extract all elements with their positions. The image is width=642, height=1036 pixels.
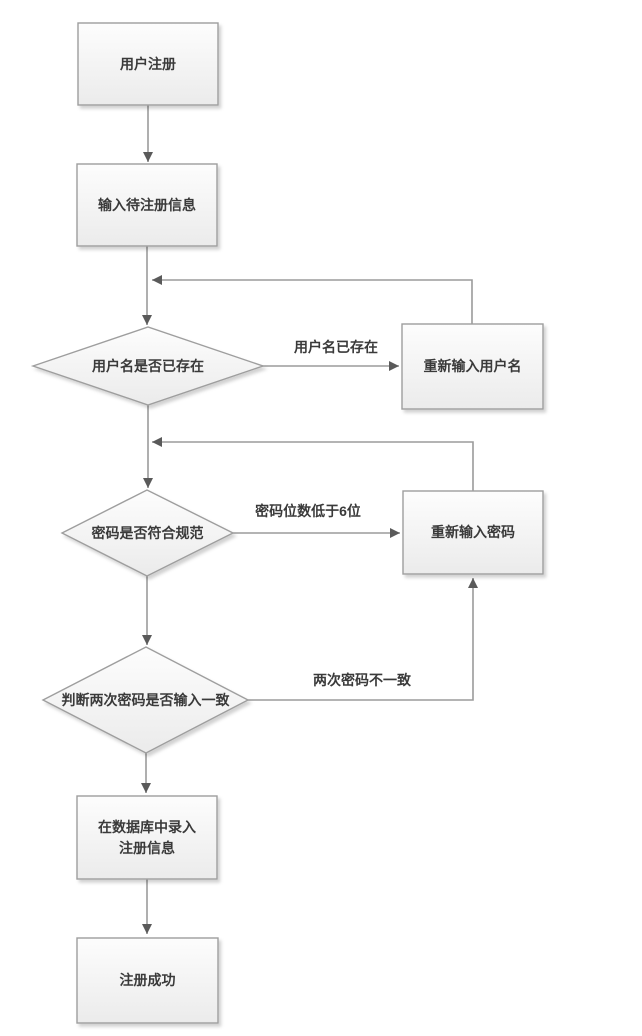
save-db-node-shape <box>76 795 218 880</box>
check-username-decision-shape <box>30 326 266 406</box>
start-node-shape <box>77 22 219 106</box>
edge-passwords-mismatch <box>248 578 478 701</box>
input-info-node-shape <box>76 163 218 247</box>
reenter-password-node-shape <box>402 490 544 575</box>
connectors <box>141 105 478 934</box>
edge-reenter-password-feedback <box>152 437 474 491</box>
check-match-decision-shape <box>41 646 250 754</box>
success-node-shape <box>76 937 219 1024</box>
shapes <box>30 22 544 1024</box>
reenter-username-node-shape <box>401 323 544 410</box>
check-password-decision-shape <box>60 489 235 577</box>
edge-reenter-username-feedback <box>152 275 473 324</box>
